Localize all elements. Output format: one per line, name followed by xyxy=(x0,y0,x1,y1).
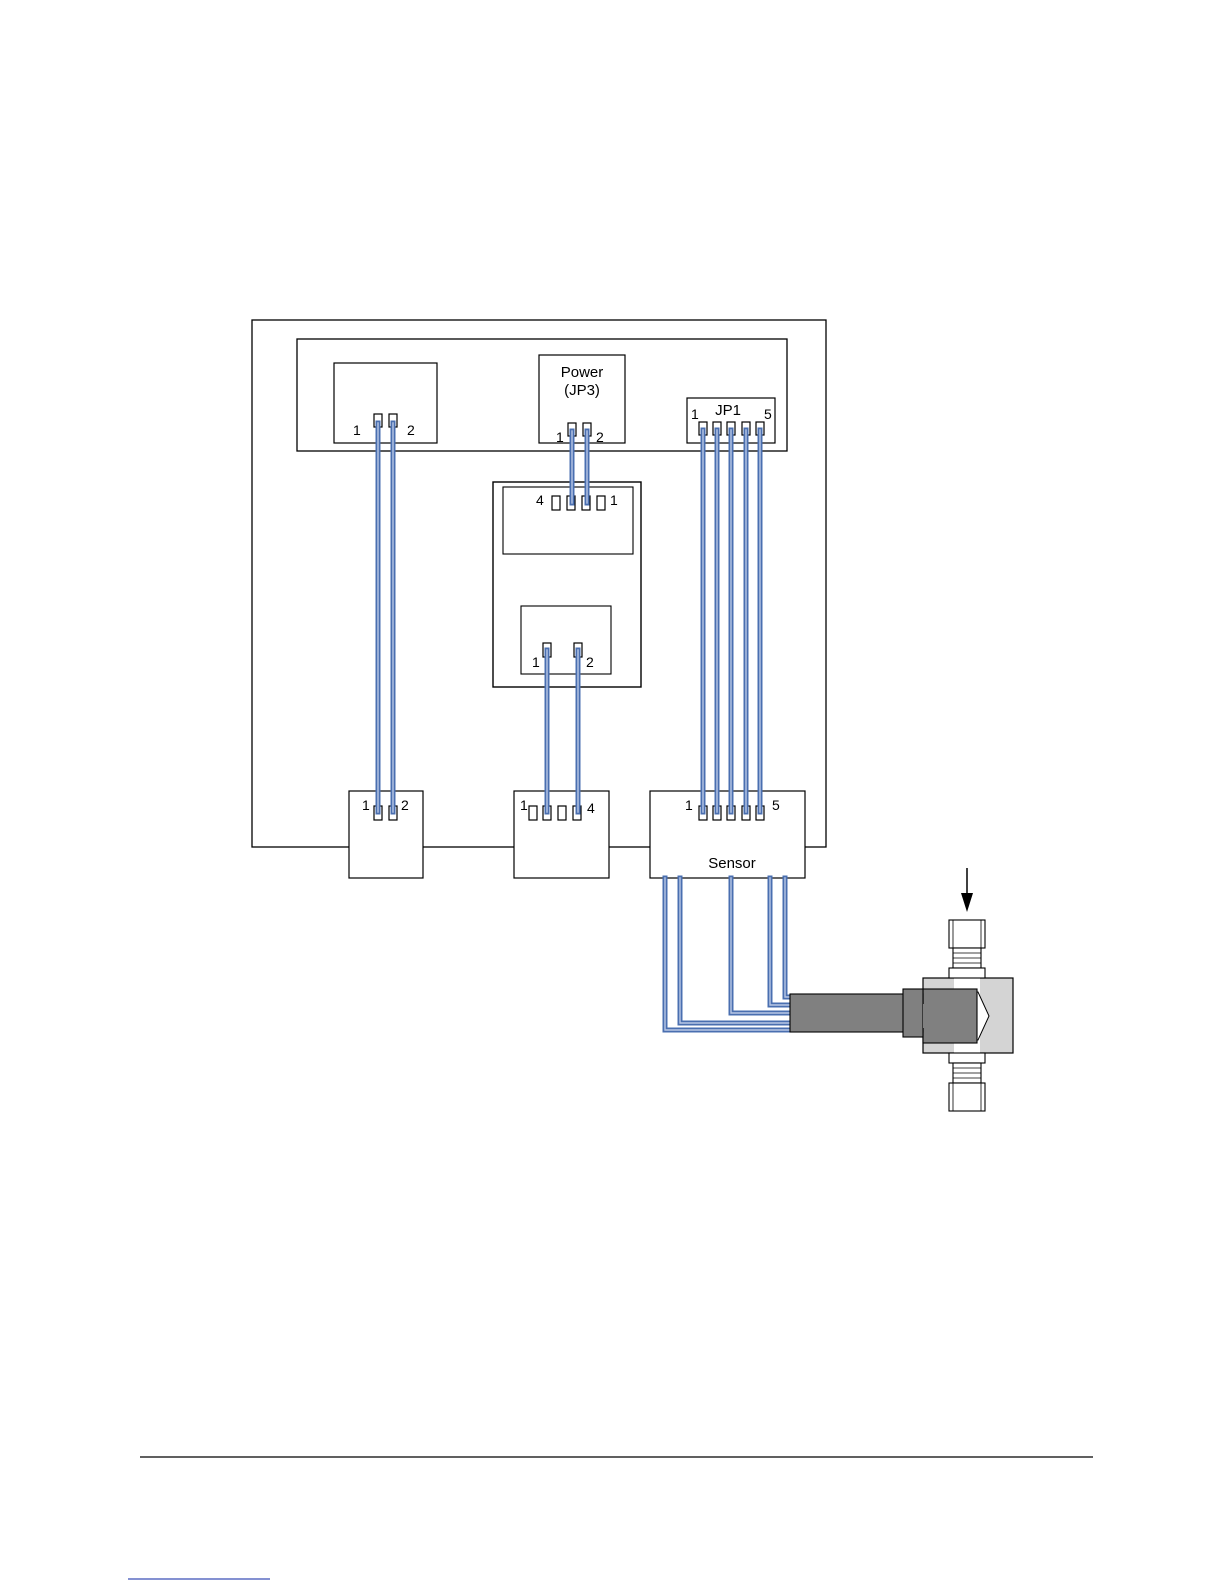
jp3-label: (JP3) xyxy=(564,382,600,399)
jp1-label: JP1 xyxy=(715,402,741,419)
middle-top-pin-1 xyxy=(597,496,605,510)
bottom-mid-pin-3 xyxy=(558,806,566,820)
sensor-pin-label-1: 1 xyxy=(685,797,693,813)
bottom-left-connector xyxy=(349,791,423,878)
flow-arrow-icon xyxy=(961,868,973,912)
flow-cell xyxy=(790,920,1013,1111)
wire-probe-2 xyxy=(680,878,790,1023)
bottom-left-pin-label-1: 1 xyxy=(362,797,370,813)
top-fitting-nut xyxy=(949,920,985,948)
bottom-mid-pin-1 xyxy=(529,806,537,820)
middle-inner-pin-label-2: 2 xyxy=(586,654,594,670)
bottom-mid-pin-label-1: 1 xyxy=(520,797,528,813)
middle-top-pin-label-4: 4 xyxy=(536,492,544,508)
jp1-pin-label-5: 5 xyxy=(764,406,772,422)
top-left-pin-label-1: 1 xyxy=(353,422,361,438)
top-left-pin-label-2: 2 xyxy=(407,422,415,438)
bottom-left-pin-label-2: 2 xyxy=(401,797,409,813)
sensor-pin-label-5: 5 xyxy=(772,797,780,813)
jp1-pin-label-1: 1 xyxy=(691,406,699,422)
middle-top-pin-4 xyxy=(552,496,560,510)
power-pin-label-1: 1 xyxy=(556,429,564,445)
top-left-module xyxy=(334,363,437,443)
middle-top-pin-label-1: 1 xyxy=(610,492,618,508)
bottom-fitting-nut xyxy=(949,1083,985,1111)
bottom-mid-pin-label-4: 4 xyxy=(587,800,595,816)
power-label: Power xyxy=(561,364,604,381)
wire-probe-5 xyxy=(785,878,790,997)
sensor-label: Sensor xyxy=(708,855,756,872)
sensor-probe-collar xyxy=(903,989,923,1037)
wire-probe-3 xyxy=(731,878,790,1013)
middle-inner-pin-label-1: 1 xyxy=(532,654,540,670)
power-pin-label-2: 2 xyxy=(596,429,604,445)
